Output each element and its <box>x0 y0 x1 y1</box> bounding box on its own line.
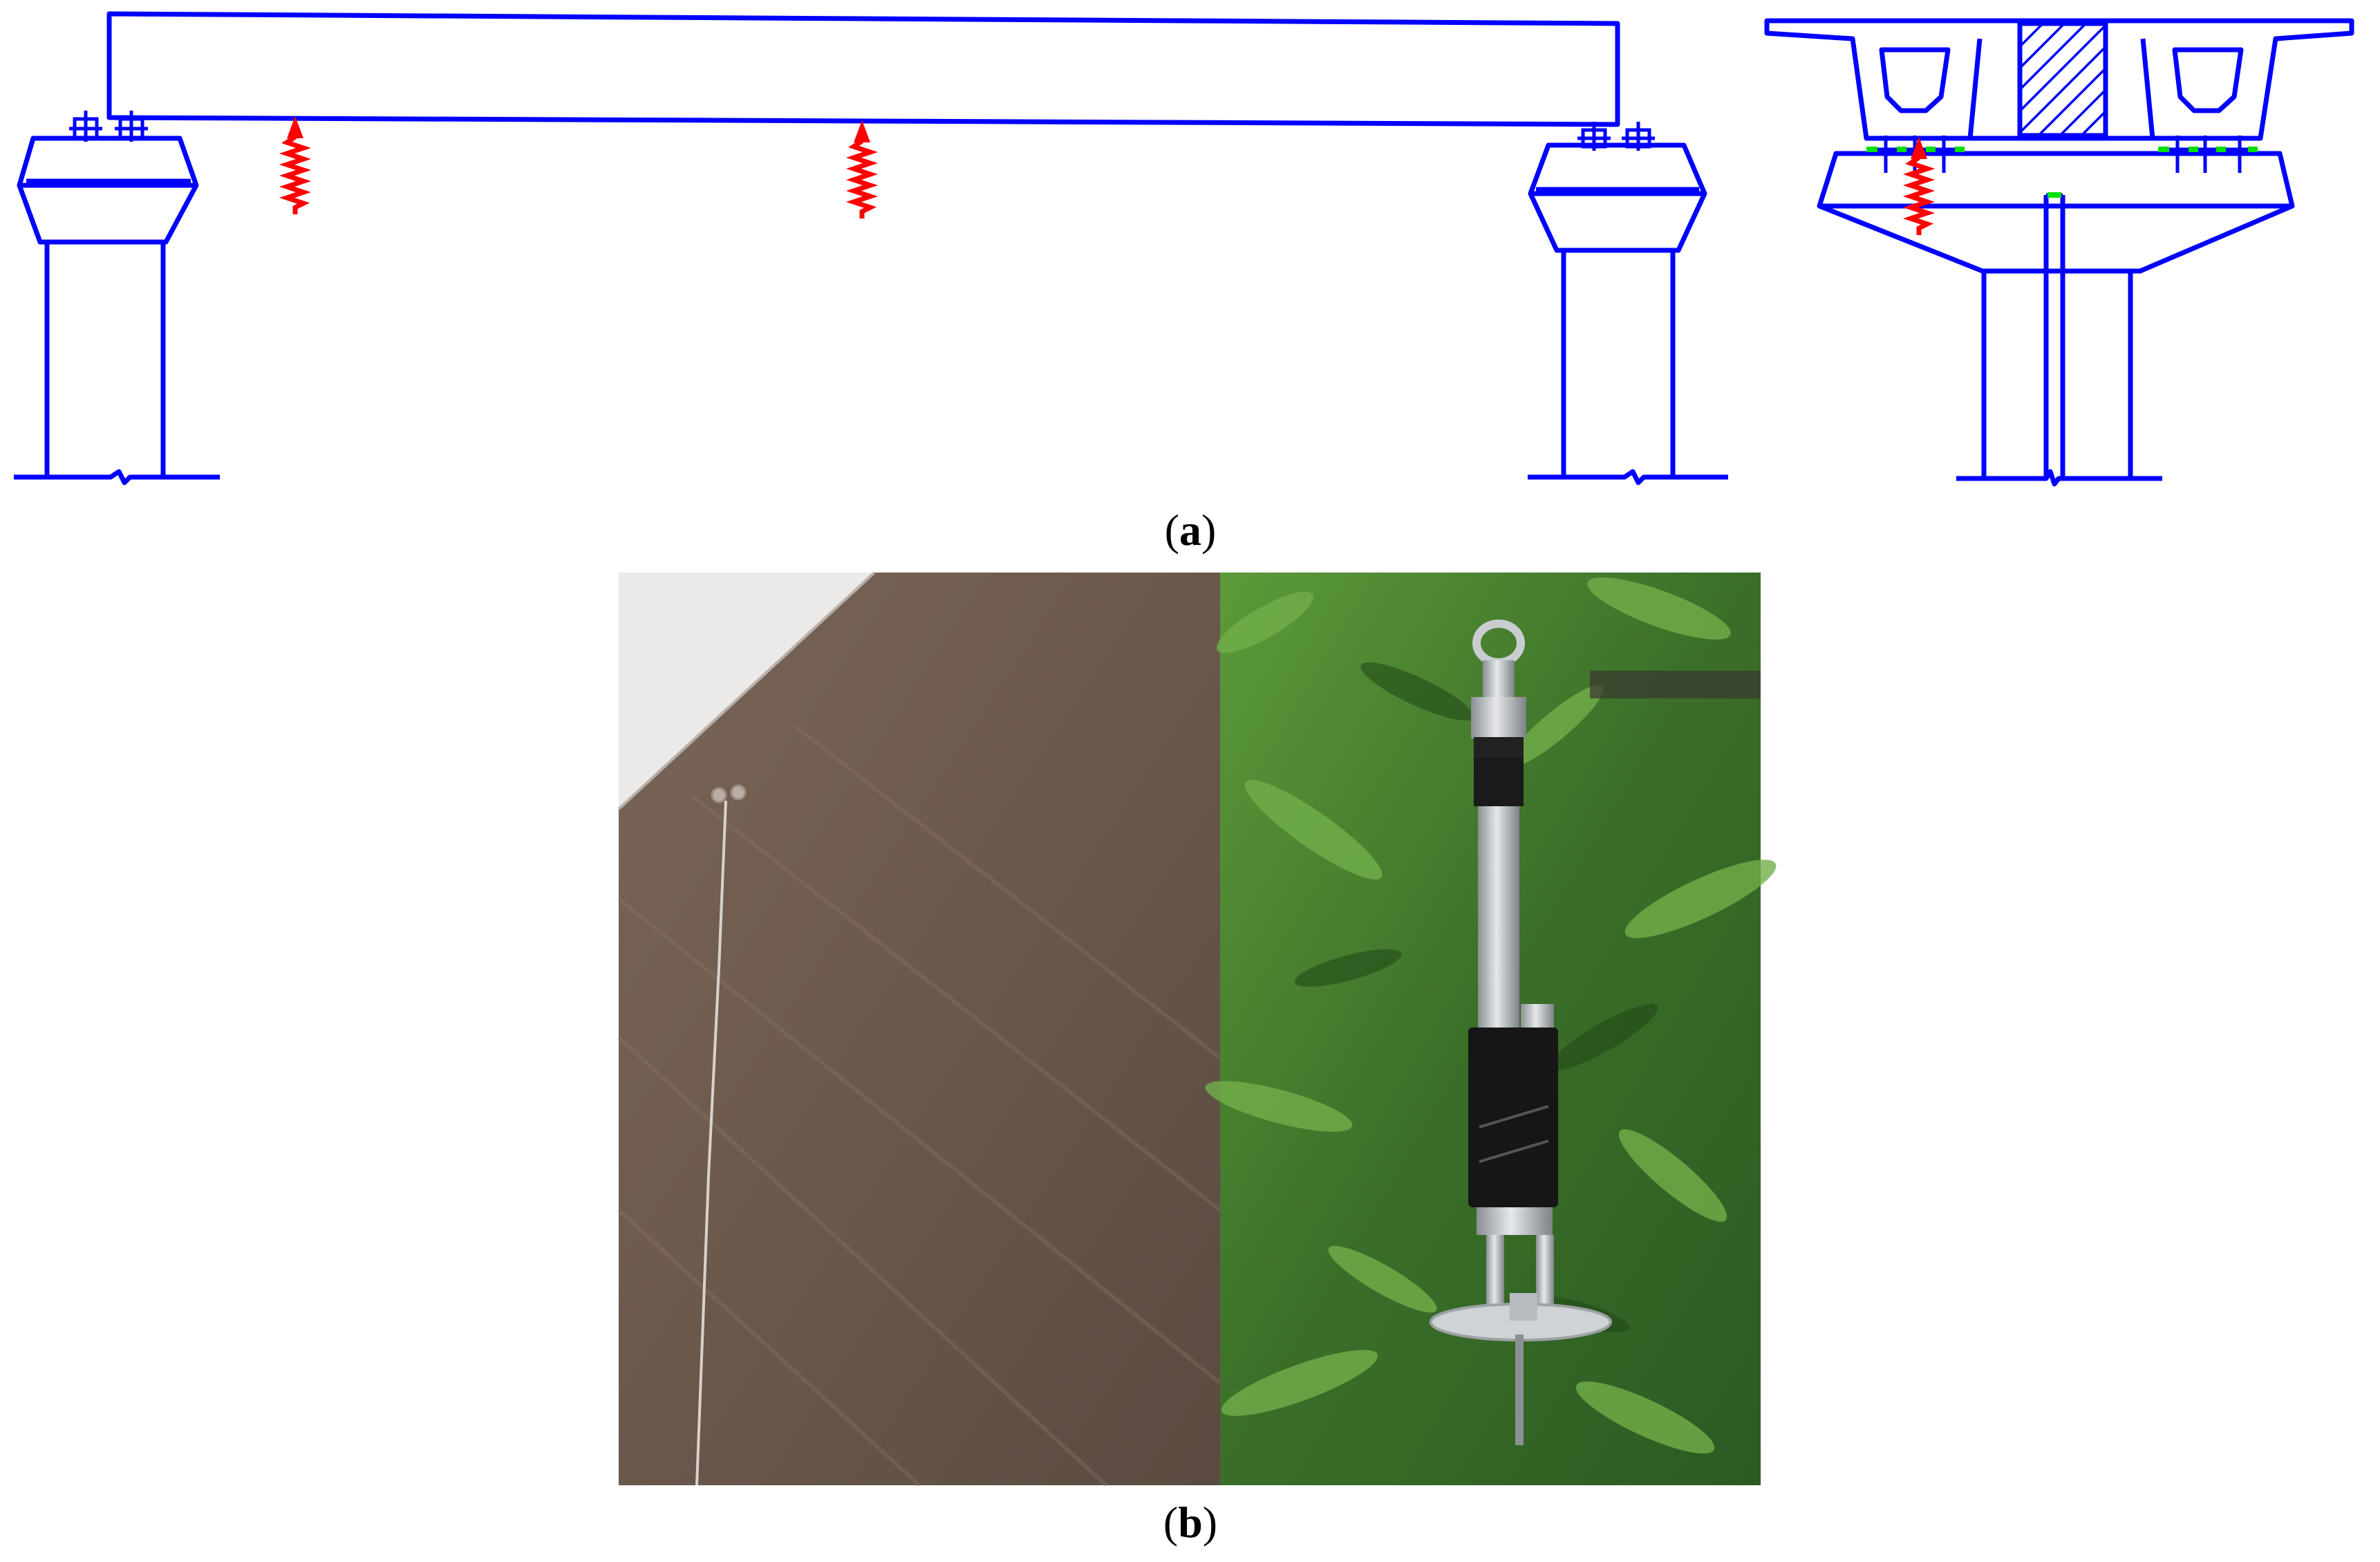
sensor-mounted-under-girder-photo <box>617 571 1221 1487</box>
sensor-2-icon <box>845 120 879 219</box>
pier-cap <box>1817 151 2295 274</box>
caption-a-label: a <box>1179 505 1201 555</box>
seismometer-device <box>1430 620 1612 1445</box>
bearing-pads <box>1866 147 2258 198</box>
sensor-3-icon <box>1902 137 1936 235</box>
box-girder <box>1764 18 2354 141</box>
caption-a: (a) <box>1164 505 1217 555</box>
girder <box>106 11 1620 127</box>
left-pier <box>14 136 220 485</box>
right-pier <box>1528 142 1728 485</box>
hatched-diaphragm <box>2017 21 2108 138</box>
seismometer-sensor-photo <box>1205 573 1777 1485</box>
caption-b-label: b <box>1178 1498 1203 1547</box>
left-bearings <box>69 111 148 142</box>
bridge-elevation-schematic <box>14 11 1728 485</box>
sensor-1-icon <box>279 116 312 214</box>
caption-b: (b) <box>1163 1498 1218 1547</box>
right-bearings <box>1577 122 1655 151</box>
bridge-cross-section-schematic <box>1764 18 2354 487</box>
